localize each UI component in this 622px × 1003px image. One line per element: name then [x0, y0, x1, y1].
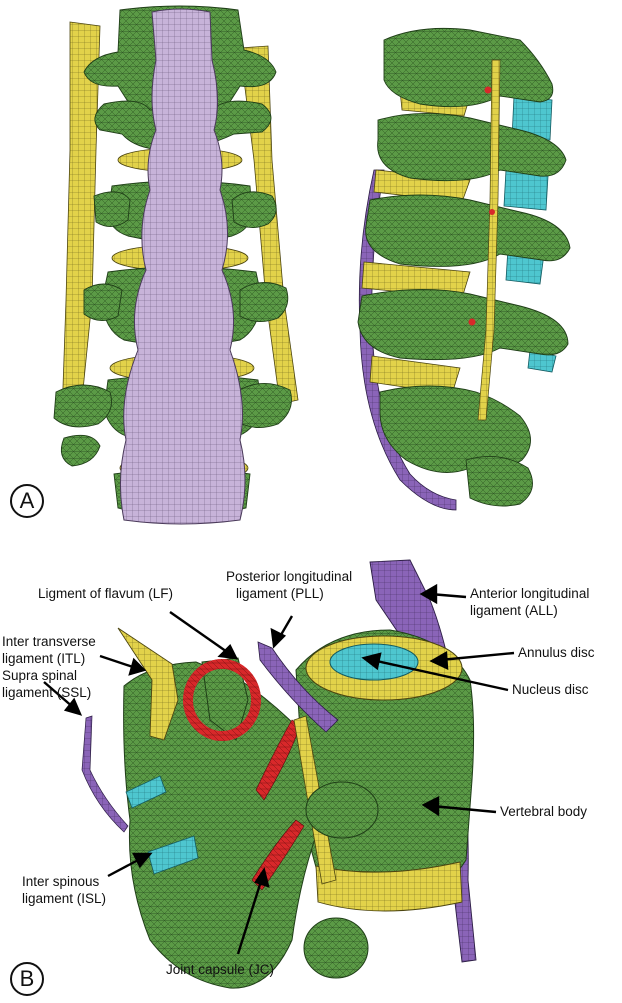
panel-a-letter: A — [10, 484, 44, 518]
label-vertebral-body: Vertebral body — [500, 804, 587, 820]
vertebra — [94, 192, 130, 227]
vertebra — [54, 385, 112, 427]
vertebra — [358, 289, 568, 359]
articular-process — [304, 918, 368, 978]
arrow-annulus — [432, 653, 514, 668]
capsule-spot — [469, 319, 476, 326]
label-all-line1: Anterior longitudinal — [470, 586, 589, 602]
vertebra — [61, 435, 100, 466]
label-annulus-disc: Annulus disc — [518, 645, 595, 661]
label-all-line2: ligament (ALL) — [470, 603, 558, 619]
label-itl-line2: ligament (ITL) — [2, 651, 85, 667]
label-pll-line1: Posterior longitudinal — [226, 569, 352, 585]
label-ssl-line1: Supra spinal — [2, 668, 77, 684]
articular-process — [306, 782, 378, 838]
capsule-spot — [489, 209, 495, 215]
vertebra — [232, 192, 276, 228]
panel-b-motion-segment — [82, 560, 476, 988]
panel-b-letter: B — [10, 962, 44, 996]
label-ssl-line2: ligament (SSL) — [2, 685, 91, 701]
label-isl-line1: Inter spinous — [22, 874, 99, 890]
panel-a-lateral-view — [358, 28, 570, 510]
arrow-itl — [100, 656, 144, 674]
vertebra — [240, 282, 288, 321]
vertebra — [236, 383, 292, 427]
panel-a-posterior-view — [54, 6, 298, 524]
label-pll-line2: ligament (PLL) — [236, 586, 324, 602]
label-ligament-flavum: Ligment of flavum (LF) — [38, 586, 173, 602]
vertebra — [466, 456, 533, 506]
vertebra — [384, 28, 553, 106]
capsule-spot — [485, 87, 492, 94]
label-nucleus-disc: Nucleus disc — [512, 682, 589, 698]
arrow-pll — [272, 616, 292, 646]
supra-spinal-ligament — [82, 716, 128, 832]
vertebra — [84, 284, 122, 321]
label-isl-line2: ligament (ISL) — [22, 891, 106, 907]
label-itl-line1: Inter transverse — [2, 634, 96, 650]
arrow-lf — [170, 612, 236, 658]
label-joint-capsule: Joint capsule (JC) — [166, 962, 274, 978]
